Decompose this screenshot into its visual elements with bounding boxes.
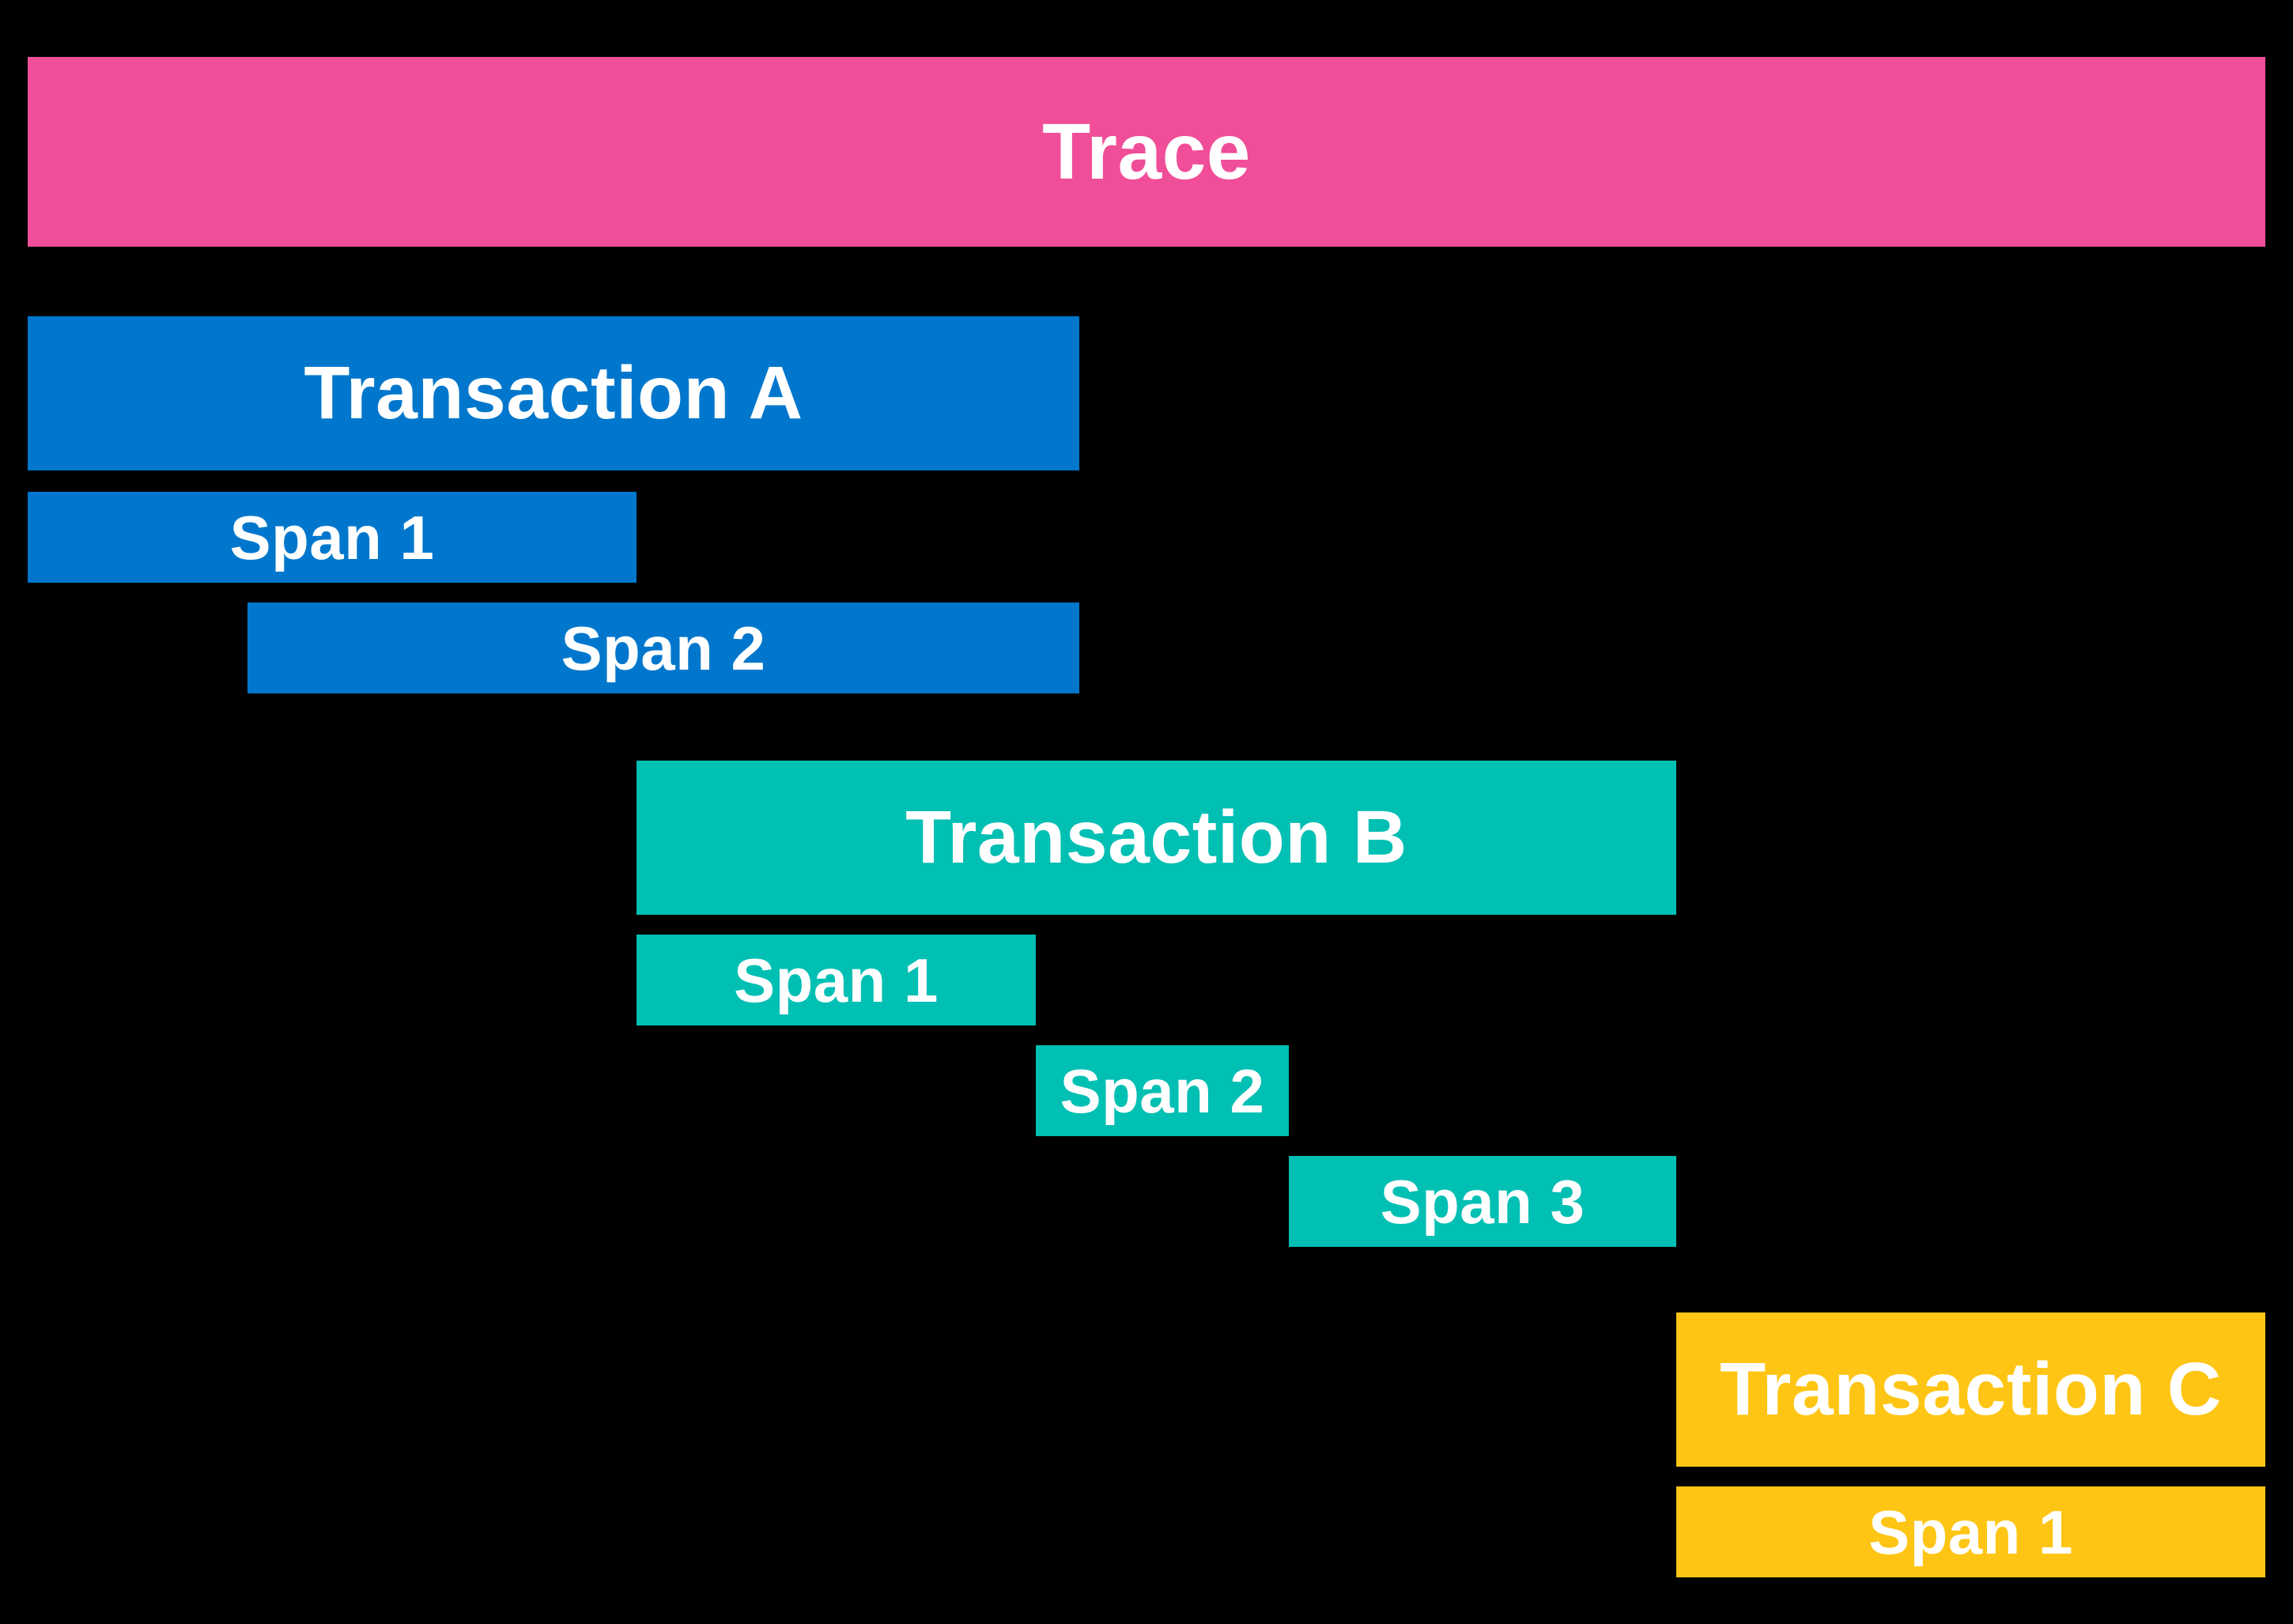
transaction-c-bar-label: Transaction C (1720, 1347, 2222, 1431)
transaction-b-span-1-bar: Span 1 (637, 935, 1036, 1025)
transaction-c-span-1-bar: Span 1 (1676, 1486, 2265, 1577)
transaction-c-bar: Transaction C (1676, 1312, 2265, 1467)
transaction-a-span-1-bar-label: Span 1 (229, 502, 435, 572)
transaction-a-span-2-bar-label: Span 2 (561, 613, 766, 683)
transaction-b-span-1-bar-label: Span 1 (734, 945, 939, 1015)
transaction-b-span-2-bar-label: Span 2 (1060, 1056, 1265, 1126)
transaction-b-bar-label: Transaction B (905, 795, 1407, 879)
transaction-a-span-1-bar: Span 1 (28, 492, 637, 583)
transaction-a-bar-label: Transaction A (304, 351, 803, 435)
transaction-a-span-2-bar: Span 2 (247, 602, 1079, 693)
transaction-a-bar: Transaction A (28, 316, 1079, 470)
transaction-b-span-2-bar: Span 2 (1036, 1045, 1289, 1136)
transaction-b-span-3-bar-label: Span 3 (1380, 1166, 1585, 1237)
trace-bar: Trace (28, 57, 2265, 247)
trace-bar-label: Trace (1042, 108, 1251, 196)
transaction-c-span-1-bar-label: Span 1 (1868, 1497, 2073, 1567)
transaction-b-span-3-bar: Span 3 (1289, 1156, 1676, 1247)
transaction-b-bar: Transaction B (637, 761, 1676, 915)
